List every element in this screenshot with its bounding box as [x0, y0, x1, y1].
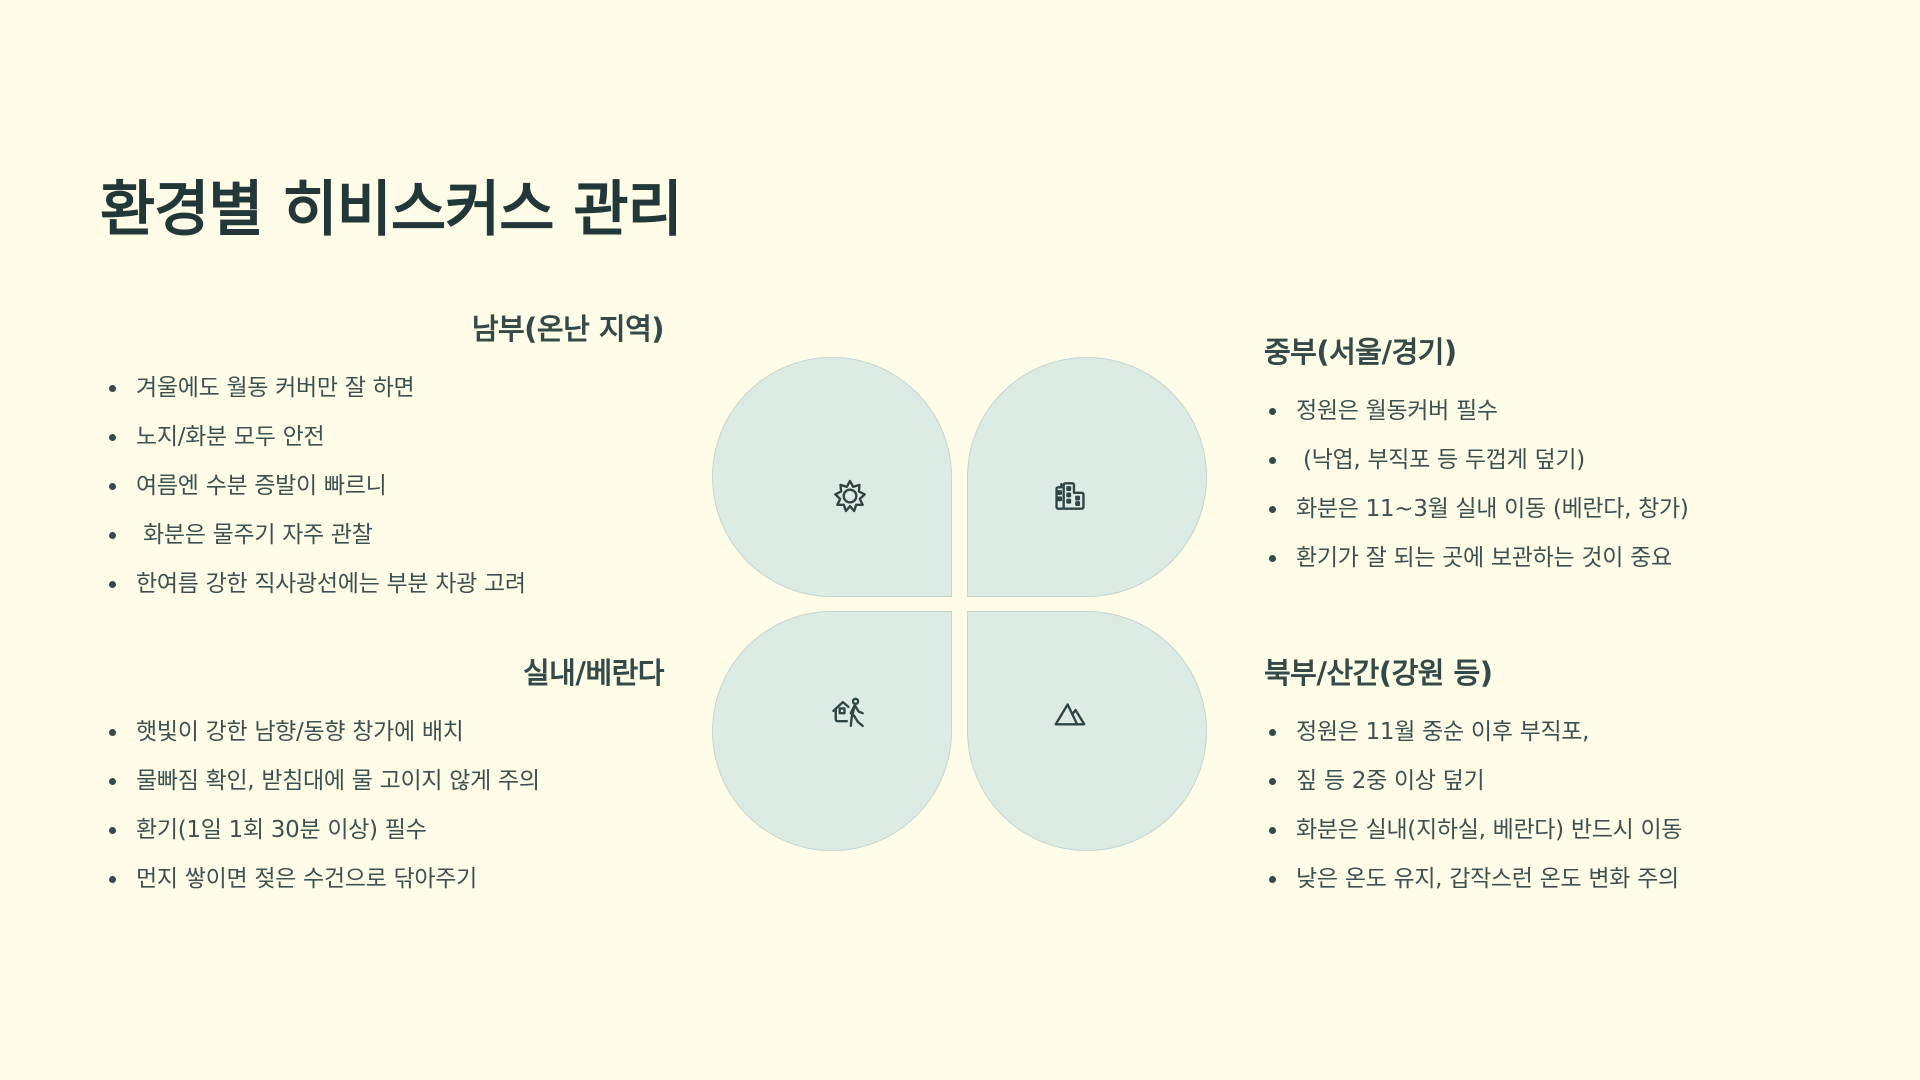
slide-title: 환경별 히비스커스 관리 — [100, 175, 683, 245]
bullet-icon — [1269, 506, 1276, 513]
petal-north — [967, 611, 1207, 851]
bullet-icon — [109, 827, 116, 834]
list-item: 한여름 강한 직사광선에는 부분 차광 고려 — [104, 560, 664, 609]
list-item: 환기(1일 1회 30분 이상) 필수 — [104, 806, 664, 855]
list-item: 정원은 11월 중순 이후 부직포, — [1264, 708, 1824, 757]
bullet-icon — [1269, 876, 1276, 883]
section-central: 중부(서울/경기) 정원은 월동커버 필수 (낙엽, 부직포 등 두껍게 덮기)… — [1264, 332, 1824, 583]
section-heading-central: 중부(서울/경기) — [1264, 335, 1457, 369]
bullet-icon — [1269, 729, 1276, 736]
bullet-icon — [109, 483, 116, 490]
list-item: 노지/화분 모두 안전 — [104, 413, 664, 462]
bullet-list-south: 겨울에도 월동 커버만 잘 하면 노지/화분 모두 안전 여름엔 수분 증발이 … — [104, 364, 664, 609]
petal-indoor — [712, 611, 952, 851]
bullet-icon — [109, 581, 116, 588]
list-item: 정원은 월동커버 필수 — [1264, 387, 1824, 436]
bullet-icon — [1269, 778, 1276, 785]
sun-icon — [831, 477, 869, 515]
list-item: 화분은 실내(지하실, 베란다) 반드시 이동 — [1264, 806, 1824, 855]
section-heading-indoor: 실내/베란다 — [523, 656, 665, 690]
bullet-icon — [1269, 827, 1276, 834]
bullet-icon — [109, 434, 116, 441]
bullet-list-central: 정원은 월동커버 필수 (낙엽, 부직포 등 두껍게 덮기) 화분은 11~3월… — [1264, 387, 1824, 583]
list-item: 화분은 11~3월 실내 이동 (베란다, 창가) — [1264, 485, 1824, 534]
list-item: 여름엔 수분 증발이 빠르니 — [104, 462, 664, 511]
bullet-icon — [109, 729, 116, 736]
bullet-icon — [109, 778, 116, 785]
section-heading-south: 남부(온난 지역) — [471, 312, 665, 346]
list-item: 화분은 물주기 자주 관찰 — [104, 511, 664, 560]
bullet-icon — [109, 532, 116, 539]
section-north: 북부/산간(강원 등) 정원은 11월 중순 이후 부직포, 짚 등 2중 이상… — [1264, 653, 1824, 904]
bullet-list-indoor: 햇빛이 강한 남향/동향 창가에 배치 물빠짐 확인, 받침대에 물 고이지 않… — [104, 708, 664, 904]
list-item: 햇빛이 강한 남향/동향 창가에 배치 — [104, 708, 664, 757]
section-indoor: 실내/베란다 햇빛이 강한 남향/동향 창가에 배치 물빠짐 확인, 받침대에 … — [104, 653, 665, 904]
bullet-icon — [109, 385, 116, 392]
section-heading-north: 북부/산간(강원 등) — [1264, 656, 1493, 690]
list-item: 물빠짐 확인, 받침대에 물 고이지 않게 주의 — [104, 757, 664, 806]
petal-central — [967, 357, 1207, 597]
mountain-icon — [1051, 695, 1089, 733]
list-item: 낮은 온도 유지, 갑작스런 온도 변화 주의 — [1264, 855, 1824, 904]
bullet-icon — [1269, 457, 1276, 464]
buildings-icon — [1051, 477, 1089, 515]
petal-south — [712, 357, 952, 597]
bullet-icon — [1269, 555, 1276, 562]
list-item: 환기가 잘 되는 곳에 보관하는 것이 중요 — [1264, 534, 1824, 583]
bullet-list-north: 정원은 11월 중순 이후 부직포, 짚 등 2중 이상 덮기 화분은 실내(지… — [1264, 708, 1824, 904]
list-item: (낙엽, 부직포 등 두껍게 덮기) — [1264, 436, 1824, 485]
bullet-icon — [109, 876, 116, 883]
list-item: 짚 등 2중 이상 덮기 — [1264, 757, 1824, 806]
list-item: 먼지 쌓이면 젖은 수건으로 닦아주기 — [104, 855, 664, 904]
bullet-icon — [1269, 408, 1276, 415]
list-item: 겨울에도 월동 커버만 잘 하면 — [104, 364, 664, 413]
house-walking-person-icon — [831, 695, 869, 733]
section-south: 남부(온난 지역) 겨울에도 월동 커버만 잘 하면 노지/화분 모두 안전 여… — [104, 309, 665, 609]
